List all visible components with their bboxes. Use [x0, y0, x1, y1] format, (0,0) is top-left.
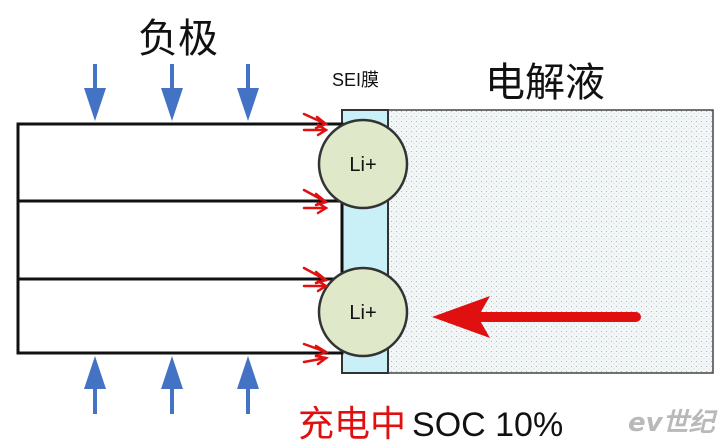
lithium-ion-2: Li+ — [317, 266, 409, 358]
small-red-arrow-icon — [302, 201, 329, 215]
electrode-layer-2 — [16, 199, 344, 281]
up-arrow-icon — [161, 356, 183, 414]
small-red-arrow-icon — [302, 279, 329, 293]
up-arrow-icon — [84, 356, 106, 414]
pressure-arrows-top — [84, 64, 259, 121]
negative-electrode — [16, 122, 344, 355]
small-red-arrow-icon — [302, 123, 329, 137]
small-red-arrow-icon — [302, 342, 329, 358]
soc-label: SOC 10% — [412, 406, 564, 444]
sei-film-label: SEI膜 — [332, 70, 380, 90]
intercalation-arrows — [302, 112, 329, 366]
watermark-logo: ev世纪 — [628, 408, 715, 438]
electrode-layer-1 — [16, 122, 344, 203]
small-red-arrow-icon — [302, 354, 329, 366]
pressure-arrows-bottom — [84, 356, 259, 414]
ion-label: Li+ — [349, 154, 376, 176]
electrolyte-region — [387, 109, 714, 374]
negative-electrode-label: 负极 — [138, 16, 218, 62]
down-arrow-icon — [237, 64, 259, 121]
migration-arrow-icon — [432, 296, 641, 338]
lithium-ion-1: Li+ — [317, 118, 409, 210]
electrode-layer-3 — [16, 277, 344, 355]
down-arrow-icon — [84, 64, 106, 121]
electrolyte-label: 电解液 — [485, 60, 605, 106]
ion-label: Li+ — [349, 302, 376, 324]
charging-state-label: 充电中 — [298, 404, 407, 445]
down-arrow-icon — [161, 64, 183, 121]
up-arrow-icon — [237, 356, 259, 414]
